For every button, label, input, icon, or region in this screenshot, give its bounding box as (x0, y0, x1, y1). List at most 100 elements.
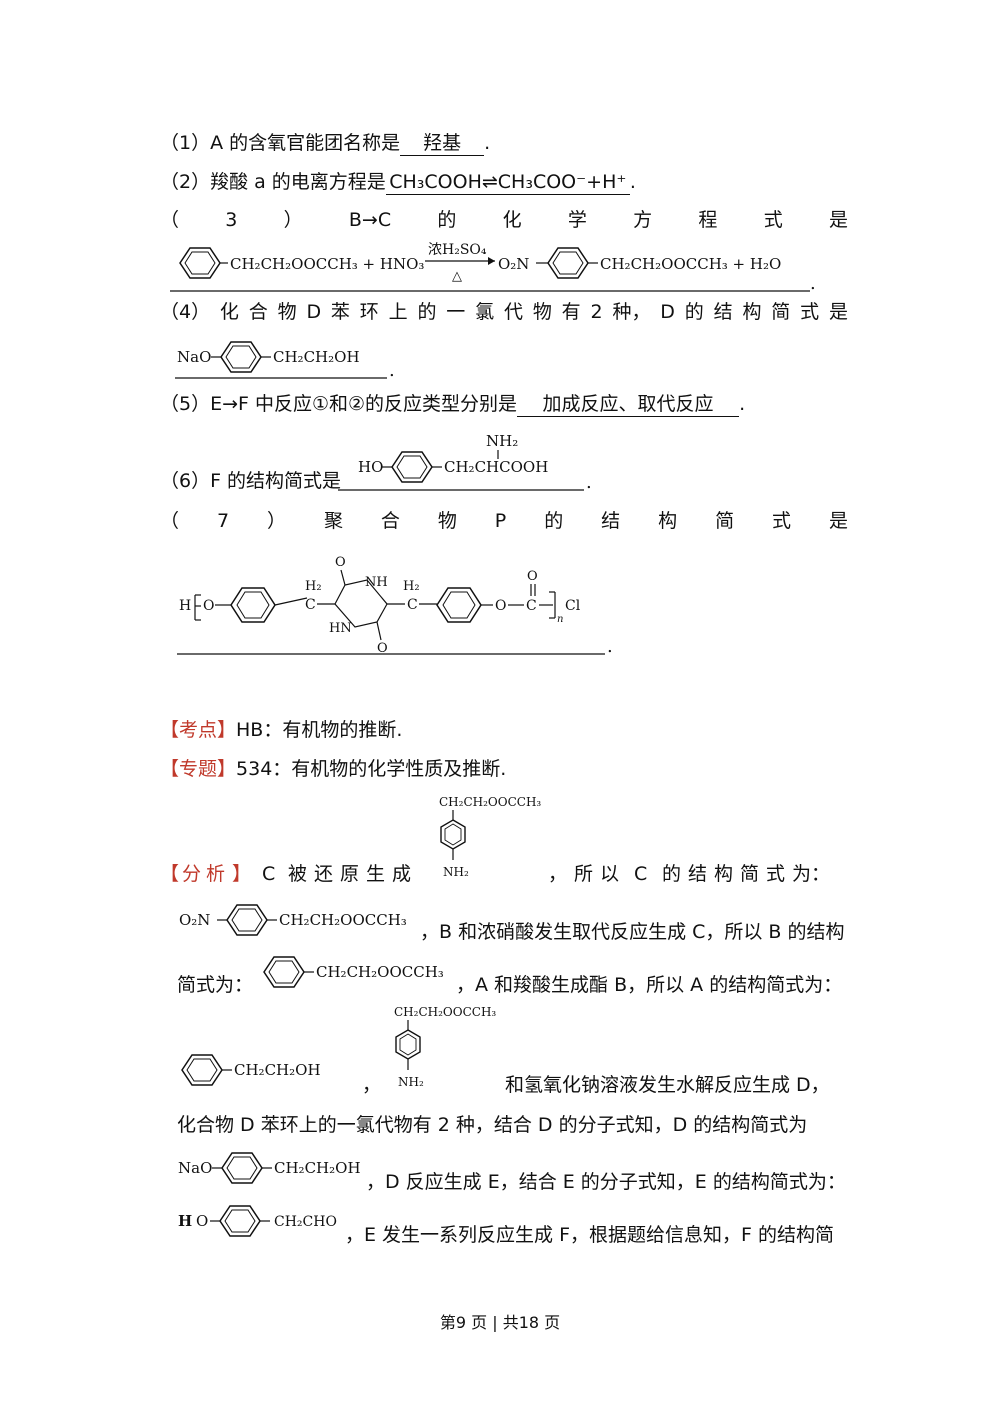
q4-token: 化 (219, 301, 239, 323)
q2-answer: CH₃COOH⇌CH₃COO⁻+H⁺ (389, 171, 627, 193)
benzene-alcohol-structure: CH₂CH₂OH (181, 1054, 321, 1086)
q7-token: 合 (380, 510, 400, 532)
q3-left: CH₂CH₂OOCCH₃ + HNO₃ (230, 255, 424, 273)
q4-token: 有 (561, 301, 581, 323)
q4-token: 的 (417, 301, 437, 323)
q3-line: （ 3 ） B→C 的 化 学 方 程 式 是 (160, 208, 848, 232)
q4-token: 物 (532, 301, 552, 323)
q4-token: 代 (503, 301, 523, 323)
q7-c3: C (526, 598, 537, 614)
q4-token: 结 (713, 301, 733, 323)
q7-o1: O (203, 598, 214, 614)
fenxi-text-2: ，B 和浓硝酸发生取代反应生成 C，所以 B 的结构 (420, 921, 845, 943)
q3-token: ） (283, 209, 303, 231)
q3-cond-top: 浓H₂SO₄ (428, 242, 487, 258)
q7-token: 是 (828, 510, 848, 532)
q2-prefix: （2）羧酸 a 的电离方程是 (160, 171, 386, 193)
zhuanti-line: 【专题】534：有机物的化学性质及推断. (160, 757, 506, 781)
fenxi-tag: 分 (182, 863, 202, 885)
svg-text:.: . (586, 472, 592, 493)
q4-token: 是 (828, 301, 848, 323)
q4-token: 一 (446, 301, 466, 323)
q4-token: D (660, 301, 675, 323)
aldehyde-structure: H O CH₂CHO (178, 1205, 337, 1237)
zhuanti-text: 534：有机物的化学性质及推断. (236, 758, 507, 780)
svg-text:.: . (389, 360, 395, 381)
amine-bottom: NH₂ (398, 1075, 424, 1089)
svg-text:.: . (810, 273, 816, 294)
fenxi-text-3: ，A 和羧酸生成酯 B，所以 A 的结构简式为： (456, 974, 843, 996)
q2-suffix: . (629, 171, 636, 193)
q7-token: 构 (658, 510, 678, 532)
q4-token: 种， (612, 301, 651, 323)
q4-token: 2 (590, 301, 603, 323)
q7-ch2b: H₂ (403, 579, 420, 594)
q4-token: 的 (684, 301, 704, 323)
q7-o3: O (527, 569, 538, 584)
q7-token: 聚 (323, 510, 343, 532)
q7-token: 7 (216, 510, 230, 532)
fenxi-token: 简 (740, 863, 760, 885)
q6-left: HO (358, 458, 383, 476)
q6-prefix: （6）F 的结构简式是 (160, 470, 342, 492)
q7-token: （ (160, 510, 180, 532)
fenxi-tag: 】 (232, 863, 252, 885)
kaodian-text: HB：有机物的推断. (236, 719, 403, 741)
benzene-ester-structure: CH₂CH₂OOCCH₃ (263, 956, 444, 988)
q4-token: 氯 (475, 301, 495, 323)
fenxi-text-3-pre: 简式为： (177, 974, 254, 996)
q7-token: ） (266, 510, 286, 532)
aldehyde-chain: CH₂CHO (274, 1214, 337, 1230)
q6-right: CH₂CHCOOH (444, 458, 548, 476)
nao-label: NaO (178, 1159, 212, 1177)
q4-token: 上 (388, 301, 408, 323)
q7-line: （ 7 ） 聚 合 物 P 的 结 构 简 式 是 (160, 509, 848, 533)
alcohol-chain: CH₂CH₂OH (234, 1061, 321, 1079)
fenxi-token: 式 (766, 863, 786, 885)
fenxi-token: ， (548, 863, 568, 885)
fenxi-line-2: ，B 和浓硝酸发生取代反应生成 C，所以 B 的结构 (420, 920, 845, 944)
q7-c2: C (407, 597, 418, 613)
amine-top: CH₂CH₂OOCCH₃ (439, 795, 541, 809)
amine-bottom: NH₂ (443, 865, 469, 879)
q4-token: 式 (800, 301, 820, 323)
q7-structure: H O H₂ C O NH HN O H₂ C O C O n Cl . (177, 555, 613, 657)
fenxi-line-6: ，D 反应生成 E，结合 E 的分子式知，E 的结构简式为： (366, 1170, 846, 1194)
ester-chain: CH₂CH₂OOCCH₃ (316, 963, 444, 981)
fenxi-token: 被 (288, 863, 308, 885)
fenxi-token: C (634, 863, 648, 885)
q3-token: 程 (698, 209, 718, 231)
page-footer: 第9 页 | 共18 页 (439, 1313, 561, 1332)
q6-line: （6）F 的结构简式是 (160, 469, 341, 493)
fenxi-line-4-comma: ， (362, 1073, 381, 1097)
q3-token: 式 (763, 209, 783, 231)
o-label: O (196, 1212, 208, 1230)
zhuanti-tag: 【专题】 (160, 758, 237, 780)
ester-chain: CH₂CH₂OOCCH₃ (279, 911, 407, 929)
svg-text:.: . (607, 636, 613, 657)
q5-prefix: （5）E→F 中反应①和②的反应类型分别是 (160, 393, 518, 415)
q3-token: 方 (633, 209, 653, 231)
amine-top: CH₂CH₂OOCCH₃ (394, 1005, 496, 1019)
q4-token: 物 (277, 301, 297, 323)
q1-answer: 羟基 (423, 132, 462, 154)
q7-c1: C (305, 597, 316, 613)
q3-token: 学 (567, 209, 587, 231)
q3-equation: CH₂CH₂OOCCH₃ + HNO₃ 浓H₂SO₄ △ O₂N CH₂CH₂O… (170, 242, 816, 294)
q3-token: 是 (828, 209, 848, 231)
fenxi-text-7: ，E 发生一系列反应生成 F，根据题给信息知，F 的结构简 (345, 1224, 834, 1246)
q1-suffix: . (484, 132, 491, 154)
fenxi-token: 所 (574, 863, 594, 885)
q3-token: 的 (437, 209, 457, 231)
q4-right: CH₂CH₂OH (273, 348, 360, 366)
q7-cl: Cl (565, 598, 581, 614)
q7-o-bot: O (377, 641, 388, 656)
h-label: H (178, 1212, 192, 1230)
fenxi-token: C (262, 863, 276, 885)
q7-token: 式 (772, 510, 792, 532)
fenxi-token: 原 (340, 863, 360, 885)
fenxi-comma: ， (362, 1074, 382, 1096)
q1-line: （1）A 的含氧官能团名称是羟基. (160, 131, 490, 156)
fenxi-token: 结 (688, 863, 708, 885)
